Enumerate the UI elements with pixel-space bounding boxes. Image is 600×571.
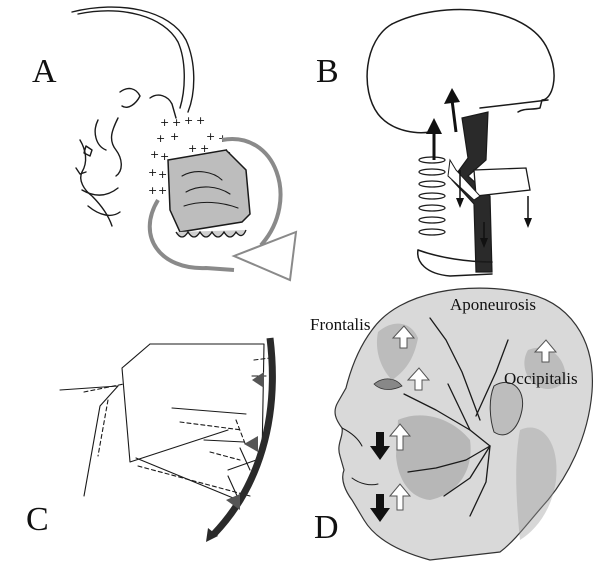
svg-text:+: + [156,132,165,145]
rotation-arrow [147,137,298,282]
svg-text:+: + [160,116,169,129]
svg-text:+: + [184,114,193,127]
label-aponeurosis: Aponeurosis [450,295,536,314]
svg-text:+: + [160,150,169,163]
panel-b: B [316,8,555,277]
panel-d: Frontalis Aponeurosis Occipitalis D [310,287,593,561]
svg-text:+: + [158,168,167,181]
svg-text:+: + [188,142,197,155]
head-silhouette [366,8,555,134]
panel-a-letter: A [32,53,57,90]
spring-coil [418,156,446,236]
svg-text:+: + [150,148,159,161]
skull-outline [71,6,195,227]
arc-arrowhead [206,528,218,542]
svg-text:+: + [148,184,157,197]
white-arrows [388,325,558,511]
panel-c-letter: C [26,501,49,538]
maxilla-block [167,149,251,238]
panel-b-letter: B [316,53,339,90]
svg-text:+: + [206,130,215,143]
jaw-lever [417,249,493,277]
panel-a: A ++++ ++++ ++++ +++ ++ [32,6,298,282]
svg-text:+: + [158,184,167,197]
black-arrows [370,432,390,522]
svg-text:+: + [148,166,157,179]
contact-arrows [226,372,264,510]
label-frontalis: Frontalis [310,315,370,334]
vector-lines [59,343,271,501]
svg-text:+: + [172,116,181,129]
label-occipitalis: Occipitalis [504,369,578,388]
svg-text:+: + [196,114,205,127]
panel-d-letter: D [314,509,339,546]
head-illustration [334,287,593,561]
arc-band [211,337,276,537]
force-arrows [426,88,532,248]
panel-c: C [26,337,276,542]
svg-text:+: + [170,130,179,143]
svg-text:+: + [200,142,209,155]
muscle-band [447,111,531,273]
